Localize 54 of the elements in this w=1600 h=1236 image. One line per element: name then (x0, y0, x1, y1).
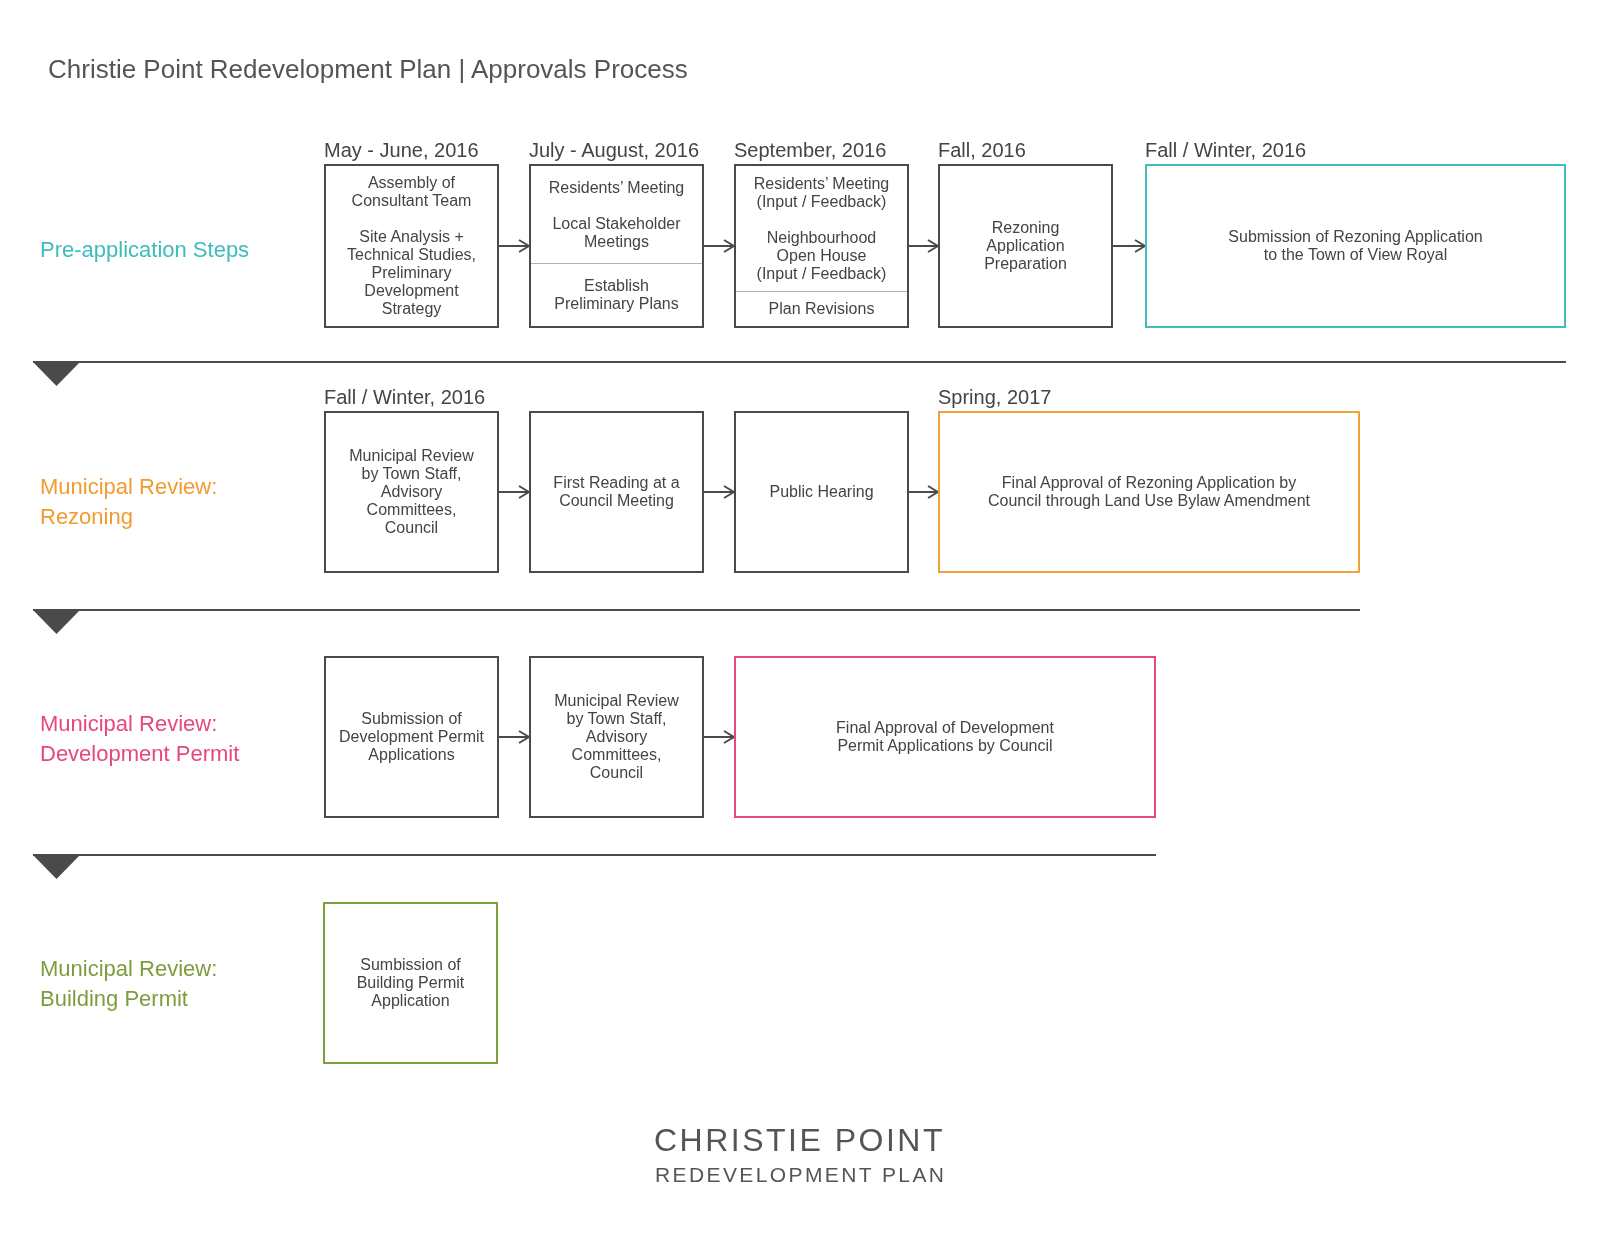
arrow (703, 239, 735, 253)
process-box (734, 656, 1156, 818)
box-text: Plan Revisions (768, 300, 875, 318)
date-label: Fall / Winter, 2016 (1145, 138, 1307, 162)
process-box (529, 411, 704, 573)
row-heading: Pre-application Steps (40, 236, 251, 264)
box-text: Neighbourhood Open House (Input / Feedback) (755, 228, 888, 283)
process-box (324, 411, 499, 573)
arrow (498, 485, 530, 499)
process-box (324, 656, 499, 818)
row-heading: Municipal Review: Building Permit (40, 955, 219, 1013)
date-label: Fall, 2016 (938, 138, 1026, 162)
box-text: Final Approval of Development Permit Applications by Council (835, 719, 1055, 755)
row-heading: Municipal Review: Rezoning (40, 473, 219, 531)
date-label: September, 2016 (734, 138, 887, 162)
box-text: Sumbission of Building Permit Application (355, 956, 466, 1010)
date-label: May - June, 2016 (324, 138, 479, 162)
footer-subtitle: REDEVELOPMENT PLAN (655, 1162, 947, 1188)
box-text: Assembly of Consultant Team (350, 174, 473, 210)
box-text: Municipal Review by Town Staff, Advisory Committees, Council (348, 447, 475, 537)
arrow (703, 485, 735, 499)
process-box (938, 411, 1360, 573)
process-box (529, 164, 704, 328)
box-text: Submission of Rezoning Application to the Town of View Royal (1227, 228, 1484, 264)
process-box (734, 164, 909, 328)
box-text: Residents’ Meeting (548, 178, 685, 197)
box-text: First Reading at a Council Meeting (552, 474, 681, 510)
box-text: Submission of Development Permit Applications (338, 710, 485, 764)
box-text: Site Analysis + Technical Studies, Preliminary Development Strategy (346, 228, 477, 318)
process-box (324, 164, 499, 328)
box-text: Municipal Review by Town Staff, Advisory Committees, Council (553, 692, 680, 782)
date-label: July - August, 2016 (529, 138, 700, 162)
row-heading: Municipal Review: Development Permit (40, 710, 241, 768)
date-label: Fall / Winter, 2016 (324, 385, 486, 409)
date-label: Spring, 2017 (938, 385, 1052, 409)
process-box (323, 902, 498, 1064)
box-text: Establish Preliminary Plans (553, 277, 680, 313)
arrow (498, 239, 530, 253)
process-box (938, 164, 1113, 328)
arrow (908, 485, 939, 499)
footer-title: CHRISTIE POINT (654, 1121, 945, 1160)
arrow (498, 730, 530, 744)
process-box (529, 656, 704, 818)
box-text: Residents’ Meeting (Input / Feedback) (752, 174, 891, 211)
box-text: Local Stakeholder Meetings (551, 214, 682, 251)
box-text: Rezoning Application Preparation (983, 219, 1068, 273)
arrow (908, 239, 939, 253)
box-text: Public Hearing (769, 483, 874, 501)
arrow (1112, 239, 1146, 253)
box-text: Final Approval of Rezoning Application by Council through Land Use Bylaw Amendment (987, 474, 1311, 510)
arrow (703, 730, 735, 744)
process-box (1145, 164, 1566, 328)
title: Christie Point Redevelopment Plan | Approvals Process (48, 53, 688, 85)
process-box (734, 411, 909, 573)
